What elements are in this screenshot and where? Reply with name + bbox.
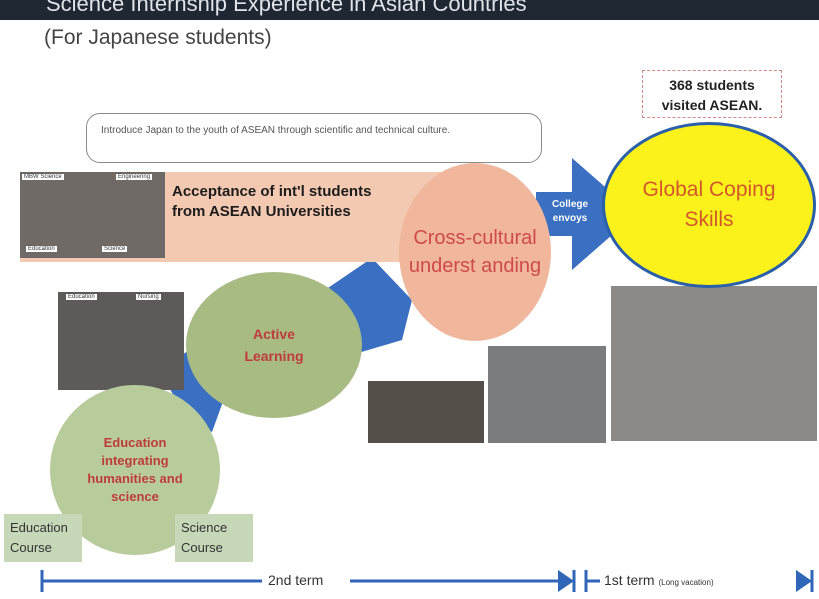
- title-bar: Science Internship Experience in Asian C…: [0, 0, 819, 20]
- term-2-label: 2nd term: [268, 572, 324, 588]
- timeline-arrowhead-2: [796, 570, 812, 592]
- acceptance-text: Acceptance of int'l students from ASEAN …: [172, 183, 372, 220]
- photo-label-science: Science: [102, 246, 128, 252]
- global-coping-node: Global Coping Skills: [602, 122, 816, 288]
- college-envoys-label: College envoys: [551, 199, 589, 224]
- classroom-photo-1: [368, 381, 484, 443]
- photo-label-engineering: Engineering: [116, 174, 153, 180]
- count-line-2: visited ASEAN.: [661, 97, 763, 113]
- science-course-box: Science Course: [175, 514, 253, 562]
- slide-title: Science Internship Experience in Asian C…: [46, 0, 527, 16]
- classroom-photo-3: [611, 286, 817, 441]
- students-count-box: 368 students visited ASEAN.: [642, 70, 782, 118]
- slide-subtitle: (For Japanese students): [44, 26, 272, 49]
- classroom-photo-2: [488, 346, 606, 443]
- education-integrating-label: Education integrating humanities and sci…: [87, 435, 183, 504]
- term-1-label: 1st term (Long vacation): [604, 572, 714, 588]
- count-line-1: 368 students: [669, 77, 755, 93]
- cross-cultural-node: Cross-cultural underst anding: [399, 163, 551, 341]
- term-1-note: (Long vacation): [658, 578, 714, 587]
- active-learning-node: Active Learning: [186, 272, 362, 418]
- college-envoys-arrow: [536, 158, 636, 270]
- timeline: [40, 570, 814, 592]
- photo-label-education: Education: [26, 246, 57, 252]
- education-course-box: Education Course: [4, 514, 82, 562]
- photo-label-nursing: Nursing: [136, 294, 161, 300]
- term-1-text: 1st term: [604, 572, 655, 588]
- students-photo-1: MBW Science Engineering Education Scienc…: [20, 172, 165, 258]
- active-learning-label: Active Learning: [244, 326, 304, 364]
- cross-cultural-label: Cross-cultural underst anding: [408, 227, 542, 277]
- timeline-arrowhead-1: [558, 570, 574, 592]
- photo-label-education-2: Education: [66, 294, 97, 300]
- global-coping-label: Global Coping Skills: [642, 178, 776, 231]
- students-photo-2: Education Nursing: [58, 292, 184, 390]
- photo-label-mbw: MBW Science: [22, 174, 64, 180]
- callout-box: Introduce Japan to the youth of ASEAN th…: [86, 113, 542, 163]
